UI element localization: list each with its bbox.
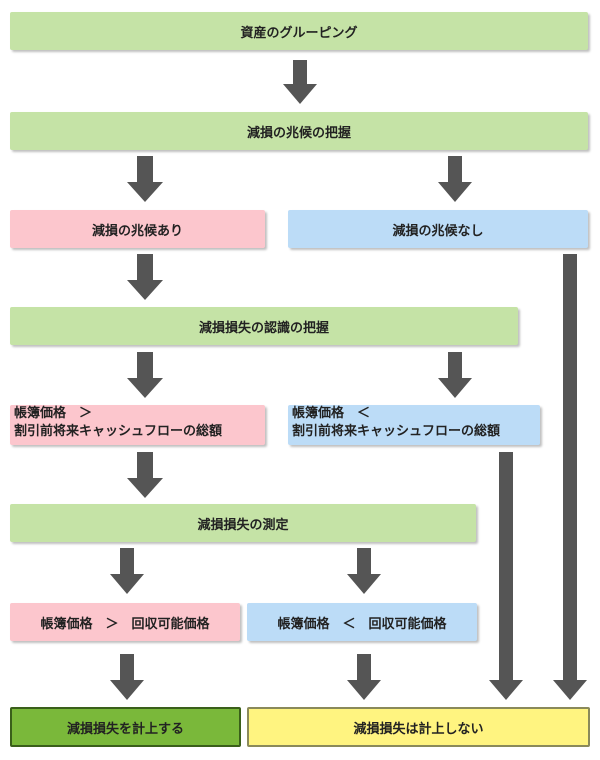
arrow-measurement-to-gt-recoverable [110, 548, 144, 594]
book-lt-recoverable-box: 帳簿価格 ＜ 回収可能価格 [247, 603, 477, 641]
arrow-grouping-to-check [283, 60, 317, 104]
book-gt-cf-line1: 帳簿価格 ＞ [14, 406, 93, 421]
arrow-gt-to-measurement [127, 452, 163, 498]
arrow-yes-to-recognition [127, 254, 163, 300]
arrow-no-indicator-to-no-loss [553, 254, 587, 700]
arrow-recognition-to-lt [438, 352, 472, 398]
arrow-check-to-yes [127, 156, 163, 202]
indicator-no-box: 減損の兆候なし [288, 210, 588, 248]
book-lt-cf-line1: 帳簿価格 ＜ [292, 406, 371, 421]
book-lt-cf-box: 帳簿価格 ＜ 割引前将来キャッシュフローの総額 [288, 405, 540, 445]
book-lt-cf-line2: 割引前将来キャッシュフローの総額 [292, 424, 501, 439]
loss-recognition-check-box: 減損損失の認識の把握 [10, 307, 518, 345]
book-gt-recoverable-box: 帳簿価格 ＞ 回収可能価格 [10, 603, 240, 641]
arrow-recognition-to-gt [127, 352, 163, 398]
impairment-indicator-check-box: 減損の兆候の把握 [10, 112, 588, 150]
impairment-indicator-check-label: 減損の兆候の把握 [246, 125, 351, 141]
grouping-label: 資産のグルーピング [240, 25, 358, 41]
arrow-check-to-no [438, 156, 472, 202]
recognize-loss-box: 減損損失を計上する [10, 707, 241, 747]
arrow-gt-recoverable-to-recognize [110, 654, 144, 700]
indicator-yes-box: 減損の兆候あり [10, 210, 265, 248]
no-loss-label: 減損損失は計上しない [353, 721, 484, 737]
arrow-lt-recoverable-to-no-loss [347, 654, 381, 700]
book-lt-recoverable-label: 帳簿価格 ＜ 回収可能価格 [277, 616, 447, 632]
loss-measurement-box: 減損損失の測定 [10, 504, 476, 542]
indicator-no-label: 減損の兆候なし [392, 223, 484, 239]
book-gt-cf-box: 帳簿価格 ＞ 割引前将来キャッシュフローの総額 [10, 405, 265, 445]
loss-recognition-check-label: 減損損失の認識の把握 [198, 320, 329, 336]
no-loss-box: 減損損失は計上しない [247, 707, 590, 747]
book-gt-cf-line2: 割引前将来キャッシュフローの総額 [14, 424, 223, 439]
loss-measurement-label: 減損損失の測定 [197, 517, 289, 533]
arrow-measurement-to-lt-recoverable [347, 548, 381, 594]
arrow-lt-cf-to-no-loss [489, 452, 523, 700]
grouping-box: 資産のグルーピング [10, 12, 588, 50]
book-gt-recoverable-label: 帳簿価格 ＞ 回収可能価格 [40, 616, 210, 632]
indicator-yes-label: 減損の兆候あり [91, 223, 183, 239]
recognize-loss-label: 減損損失を計上する [66, 721, 184, 737]
